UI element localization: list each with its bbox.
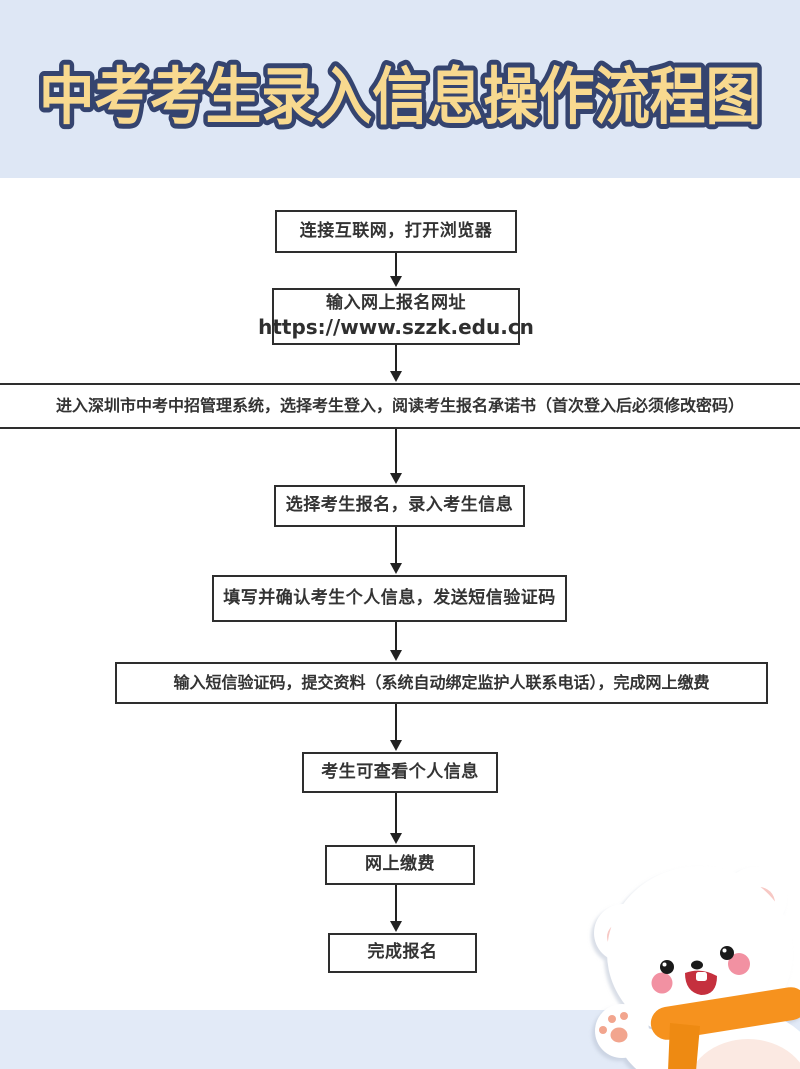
bear-paw-pad	[610, 1027, 628, 1043]
bear-paw-pad	[599, 1026, 607, 1034]
flow-arrow-8	[390, 885, 402, 932]
bear-tooth	[696, 972, 707, 981]
top-background-band	[0, 0, 800, 178]
registration-url: https://www.szzk.edu.cn	[258, 314, 534, 339]
flow-step-label: 网上缴费	[365, 854, 435, 875]
flow-step-view-personal-info: 考生可查看个人信息	[302, 752, 498, 793]
flow-step-label: 完成报名	[367, 942, 438, 963]
flow-step-label: 考生可查看个人信息	[321, 761, 479, 782]
flow-step-label: 输入短信验证码，提交资料（系统自动绑定监护人联系电话），完成网上缴费	[173, 673, 710, 692]
flow-arrow-5	[390, 622, 402, 661]
flow-arrow-3	[390, 429, 402, 484]
bear-left-eye	[660, 960, 674, 974]
bear-nose	[691, 960, 703, 970]
bear-paw-pad	[608, 1015, 616, 1023]
bear-left-eye-glint	[662, 962, 667, 967]
flow-step-label: 输入网上报名网址	[326, 293, 466, 314]
bear-paw-pad	[620, 1012, 628, 1020]
bear-mascot-illustration	[594, 866, 800, 1069]
flow-step-connect-internet: 连接互联网，打开浏览器	[275, 210, 517, 253]
flow-step-enter-registration-url: 输入网上报名网址 https://www.szzk.edu.cn	[258, 288, 534, 345]
flow-step-label: 连接互联网，打开浏览器	[299, 220, 493, 241]
flow-arrow-2	[390, 345, 402, 382]
bear-mouth	[685, 970, 717, 995]
bear-right-eye-glint	[722, 948, 727, 953]
flow-arrow-6	[390, 704, 402, 751]
flow-step-login-system: 进入深圳市中考中招管理系统，选择考生登入，阅读考生报名承诺书（首次登入后必须修改…	[0, 383, 800, 429]
flow-step-label: 填写并确认考生个人信息，发送短信验证码	[223, 587, 556, 608]
bear-scarf-tail	[668, 1023, 700, 1069]
page-title: 中考考生录入信息操作流程图	[39, 60, 761, 133]
flow-step-label: 选择考生报名，录入考生信息	[285, 495, 514, 516]
flow-step-online-payment: 网上缴费	[325, 845, 475, 885]
bear-left-cheek	[651, 972, 673, 994]
flow-arrow-7	[390, 793, 402, 844]
flow-step-fill-confirm-info: 填写并确认考生个人信息，发送短信验证码	[212, 575, 567, 622]
flow-step-label: 进入深圳市中考中招管理系统，选择考生登入，阅读考生报名承诺书（首次登入后必须修改…	[55, 396, 744, 415]
bear-belly	[691, 1039, 800, 1069]
flow-step-select-registration: 选择考生报名，录入考生信息	[274, 485, 525, 527]
flow-arrow-1	[390, 253, 402, 287]
bear-right-cheek	[728, 953, 750, 975]
flow-step-complete-registration: 完成报名	[328, 933, 477, 973]
title-banner: 中考考生录入信息操作流程图	[34, 55, 766, 138]
flow-arrow-4	[390, 527, 402, 574]
bear-right-eye	[720, 946, 734, 960]
flow-step-submit-sms-payment: 输入短信验证码，提交资料（系统自动绑定监护人联系电话），完成网上缴费	[115, 662, 768, 704]
